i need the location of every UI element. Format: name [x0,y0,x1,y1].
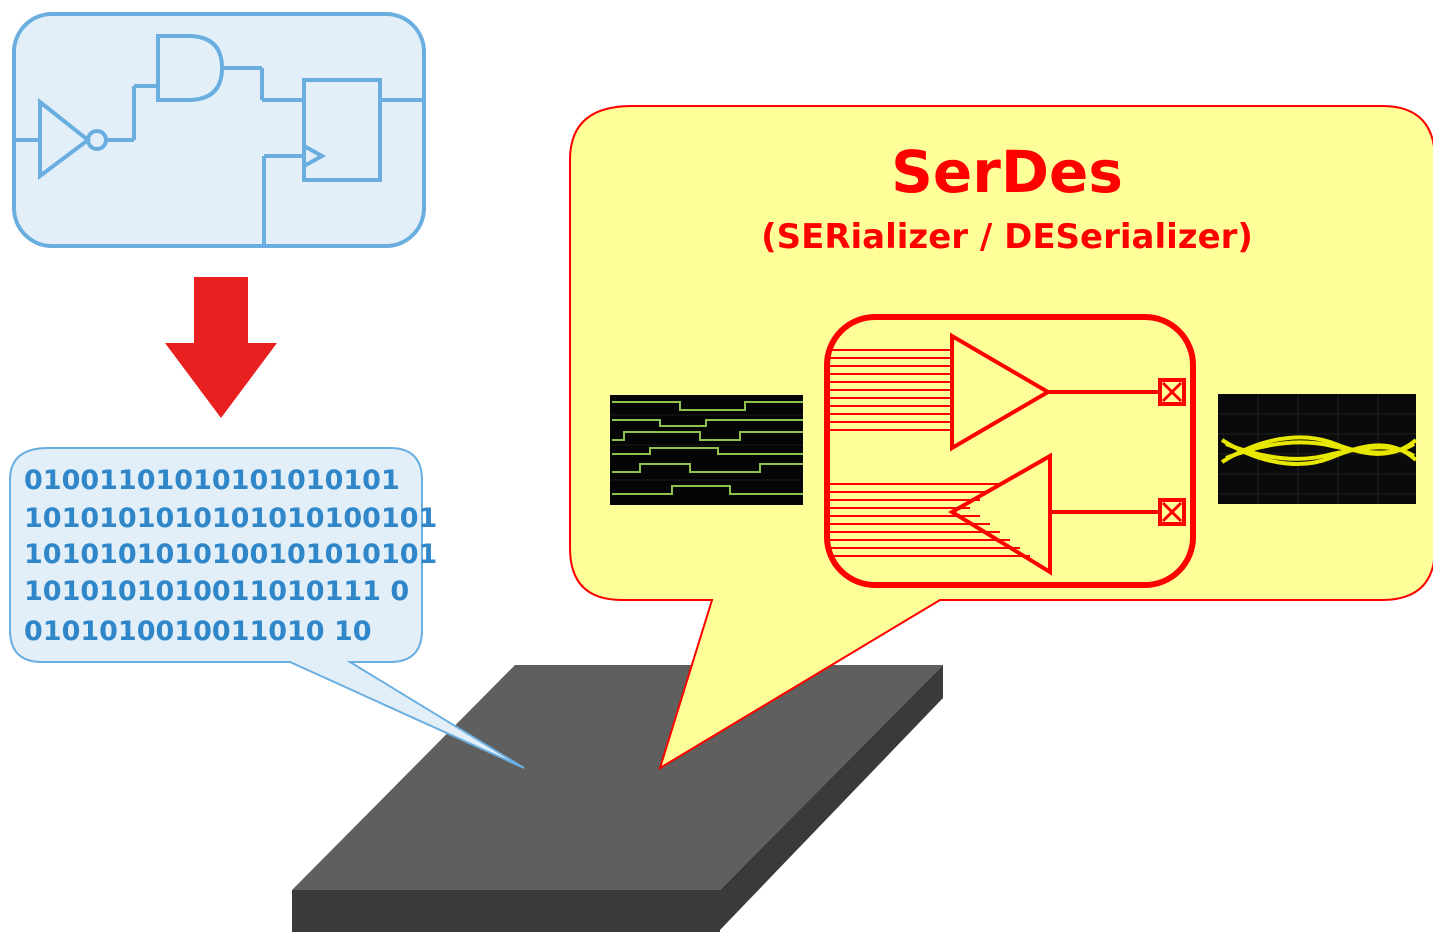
parallel-waveform-icon [610,395,803,505]
bits-line-1: 01001101010101010101 [24,465,400,496]
down-arrow-icon [165,277,277,418]
bits-line-3: 1010101010100101010101 [24,539,437,570]
bits-line-4: 1010101010011010111 0 [24,576,409,607]
bitstream-callout: 01001101010101010101 1010101010101010100… [9,447,525,769]
serdes-block [824,314,1196,588]
chip-icon [292,665,943,932]
bits-line-2: 1010101010101010100101 [24,503,437,534]
serdes-title: SerDes [891,138,1123,206]
bits-line-5: 0101010010011010 10 [24,616,372,647]
serdes-subtitle: (SERializer / DESerializer) [761,217,1253,257]
eye-diagram-icon [1218,394,1418,504]
logic-circuit-icon [12,12,426,248]
serdes-callout: SerDes (SERializer / DESerializer) [569,105,1433,771]
amplifier-icon [950,332,1052,452]
